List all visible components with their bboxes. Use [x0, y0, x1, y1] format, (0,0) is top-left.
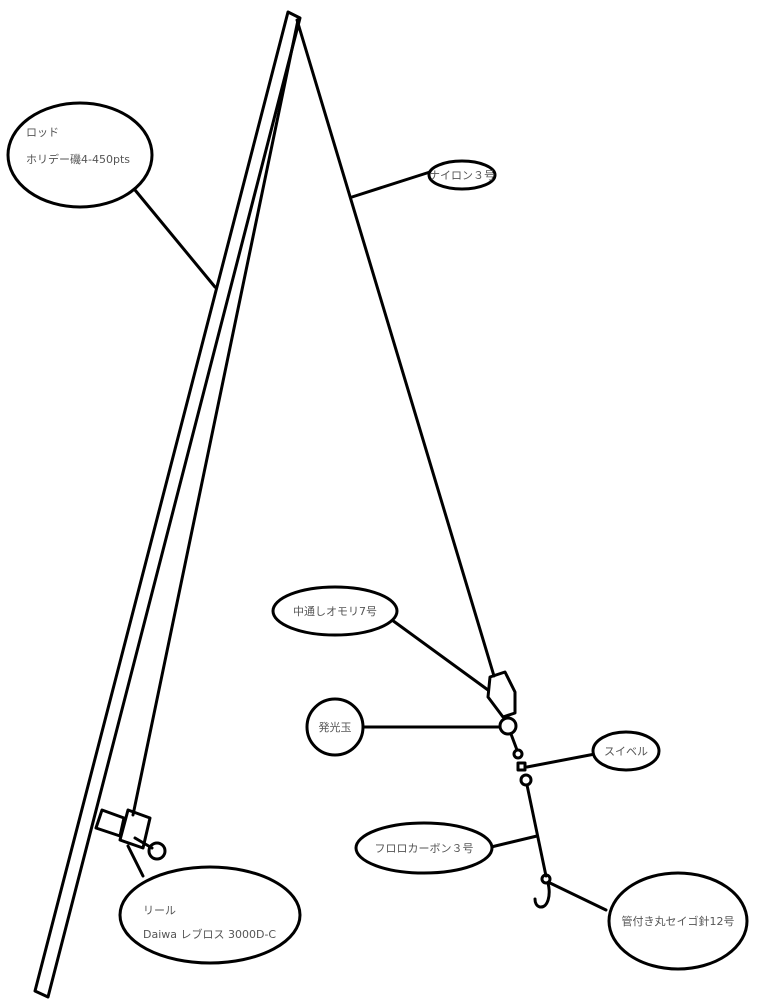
- swivel-body: [516, 761, 527, 772]
- reel-model: Daiwa レブロス 3000D-C: [143, 927, 276, 941]
- leader-line: [525, 783, 548, 878]
- hook-eye: [540, 873, 552, 885]
- rod-model: ホリデー磯4-450pts: [26, 152, 130, 166]
- hook: [533, 881, 551, 909]
- leader-label: フロロカーボン３号: [375, 842, 474, 855]
- callout-sinker: 中通しオモリ7号: [271, 585, 399, 637]
- rod-title: ロッド: [26, 126, 59, 139]
- reel-title: リール: [143, 904, 176, 917]
- swivel-ring-top: [512, 748, 524, 760]
- callout-main-line: ナイロン３号: [427, 159, 497, 191]
- rod: [33, 10, 302, 999]
- line-along-rod: [131, 18, 300, 817]
- sinker-label: 中通しオモリ7号: [293, 605, 377, 618]
- callout-leader: フロロカーボン３号: [354, 821, 494, 875]
- glow-bead-label: 発光玉: [319, 720, 352, 734]
- callout-glow-bead: 発光玉: [305, 697, 365, 757]
- callout-reel: リール Daiwa レブロス 3000D-C: [118, 865, 302, 965]
- main-line: [295, 18, 496, 678]
- swivel-label: スイベル: [604, 745, 648, 758]
- reel-handle-knob: [147, 841, 167, 861]
- callout-swivel: スイベル: [591, 730, 661, 772]
- hook-label: 管付き丸セイゴ針12号: [622, 914, 735, 928]
- glow-bead: [498, 716, 518, 736]
- main-line-label: ナイロン３号: [429, 169, 495, 182]
- reel: [94, 808, 167, 861]
- callout-hook: 管付き丸セイゴ針12号: [607, 871, 749, 971]
- callout-rod: ロッド ホリデー磯4-450pts: [6, 101, 154, 209]
- sinker: [486, 670, 517, 719]
- swivel-ring-bottom: [519, 773, 533, 787]
